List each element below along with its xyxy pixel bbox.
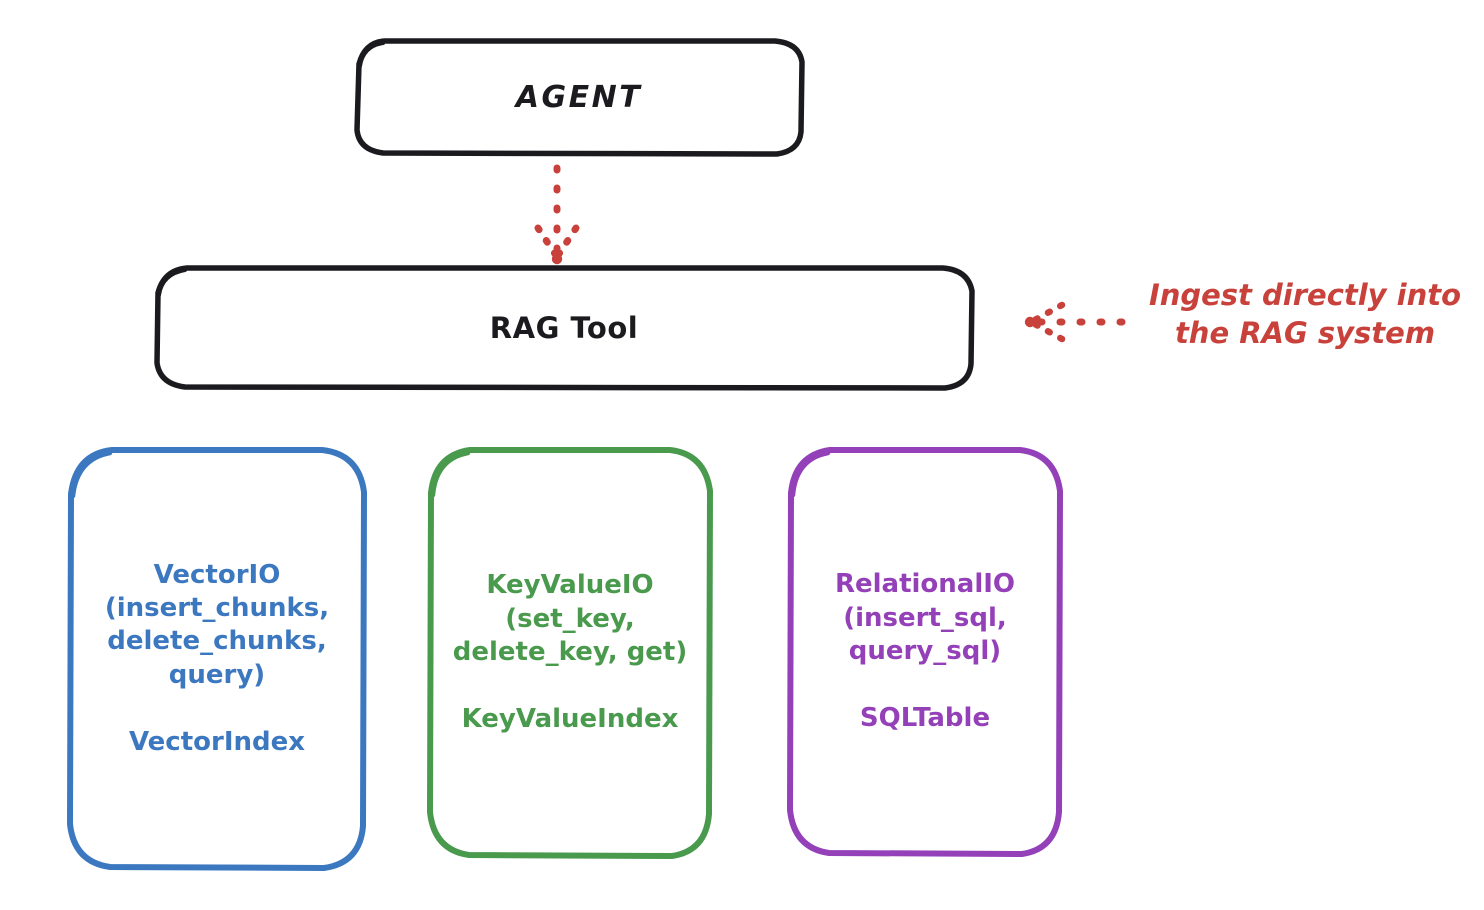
node-agent[interactable]: AGENT [353,38,805,157]
node-keyvalue-io-index: KeyValueIndex [461,704,679,735]
dotted-arrow-left-icon [1024,301,1126,343]
node-relational-io-index: SQLTable [859,703,991,734]
node-rag-tool-label: RAG Tool [489,311,639,345]
node-keyvalue-io[interactable]: KeyValueIO (set_key, delete_key, get) Ke… [426,446,714,860]
node-keyvalue-io-api: KeyValueIO (set_key, delete_key, get) [452,570,688,667]
dotted-arrow-down-icon [534,164,580,265]
node-vector-io[interactable]: VectorIO (insert_chunks, delete_chunks, … [66,446,368,872]
node-relational-io-api: RelationalIO (insert_sql, query_sql) [834,569,1016,666]
node-vector-io-index: VectorIndex [128,726,306,757]
node-rag-tool[interactable]: RAG Tool [153,265,975,391]
node-relational-io[interactable]: RelationalIO (insert_sql, query_sql) SQL… [786,446,1064,858]
node-vector-io-api: VectorIO (insert_chunks, delete_chunks, … [104,559,330,690]
node-agent-label: AGENT [515,79,643,115]
annotation-ingest-note: Ingest directly into the RAG system [1148,278,1462,351]
